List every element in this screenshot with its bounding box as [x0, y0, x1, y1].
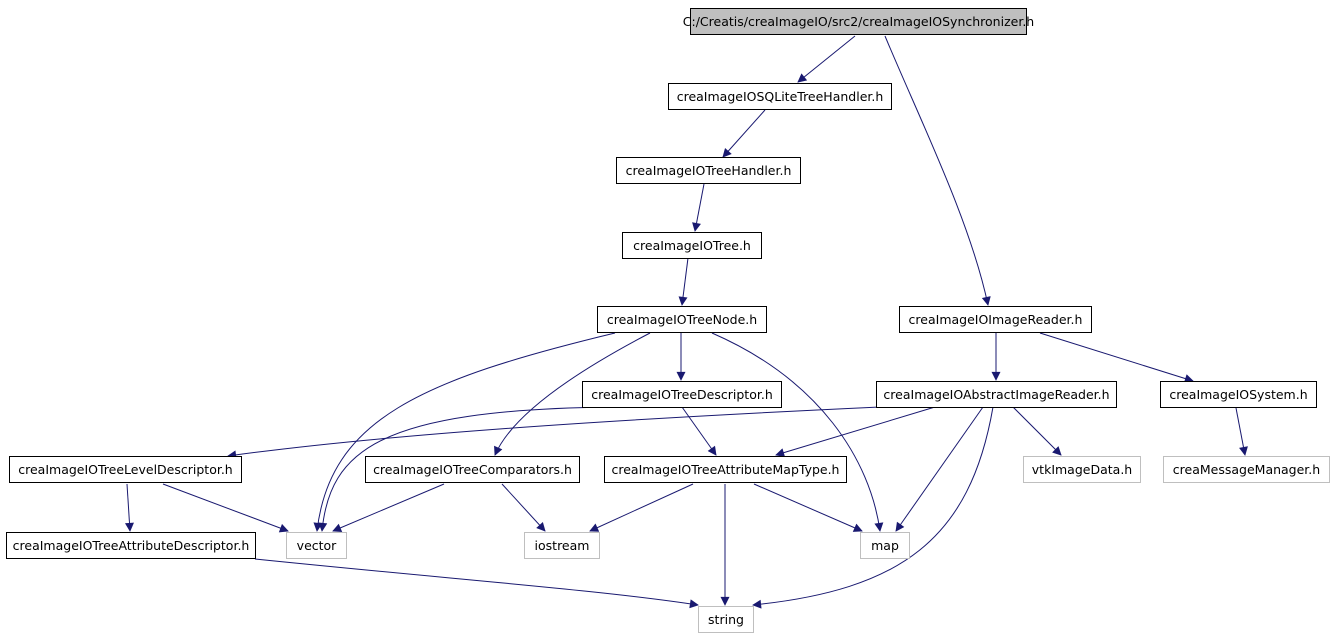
edge-root-to-sqlite-tree-handler [797, 35, 856, 83]
edge-tree-handler-to-tree [692, 183, 705, 232]
edge-tree-comparators-to-iostream [501, 483, 546, 532]
edge-attribute-map-type-to-iostream [589, 483, 694, 532]
node-vector-header: vector [286, 532, 347, 559]
edge-tree-node-to-map [711, 332, 884, 532]
edge-sqlite-to-tree-handler [722, 109, 766, 158]
edge-tree-descriptor-to-attribute-map-type [681, 406, 717, 456]
node-tree-comparators-header[interactable]: creaImageIOTreeComparators.h [365, 456, 580, 483]
edge-tree-level-descriptor-to-attribute-descriptor [124, 483, 134, 532]
node-tree-header[interactable]: creaImageIOTree.h [622, 232, 762, 259]
node-synchronizer-header: C:/Creatis/creaImageIO/src2/creaImageIOS… [683, 8, 1034, 35]
node-tree-node-header[interactable]: creaImageIOTreeNode.h [597, 306, 767, 333]
node-image-reader-header[interactable]: creaImageIOImageReader.h [899, 306, 1092, 333]
edge-system-to-crea-message-manager [1235, 407, 1248, 456]
node-abstract-image-reader-header[interactable]: creaImageIOAbstractImageReader.h [876, 381, 1117, 408]
node-crea-message-manager-header: creaMessageManager.h [1163, 456, 1330, 483]
edge-root-to-image-reader [884, 35, 991, 306]
edge-attribute-descriptor-to-string [254, 558, 699, 609]
edge-attribute-map-type-to-map [753, 483, 863, 532]
edge-image-reader-to-system [1039, 332, 1194, 383]
edge-abstract-reader-to-string [752, 406, 994, 609]
edge-abstract-reader-to-attribute-map-type [775, 406, 936, 457]
node-system-header[interactable]: creaImageIOSystem.h [1160, 381, 1317, 408]
node-string-header: string [698, 606, 754, 633]
edge-tree-comparators-to-vector [332, 483, 445, 532]
node-sqlite-tree-handler-header[interactable]: creaImageIOSQLiteTreeHandler.h [668, 83, 892, 110]
node-iostream-header: iostream [524, 532, 600, 559]
edge-tree-node-to-tree-comparators [494, 332, 651, 456]
edge-tree-to-tree-node [678, 257, 689, 306]
node-vtk-image-data-header: vtkImageData.h [1023, 456, 1141, 483]
edge-abstract-reader-to-tree-level-descriptor [227, 406, 881, 460]
edge-tree-descriptor-to-vector [318, 406, 611, 532]
node-tree-descriptor-header[interactable]: creaImageIOTreeDescriptor.h [582, 381, 782, 408]
edge-abstract-reader-to-vtk-image-data [1012, 406, 1062, 456]
node-tree-handler-header[interactable]: creaImageIOTreeHandler.h [616, 157, 801, 184]
edge-abstract-reader-to-map [895, 406, 984, 532]
edge-tree-node-to-vector [313, 332, 616, 532]
node-tree-attribute-descriptor-header[interactable]: creaImageIOTreeAttributeDescriptor.h [6, 532, 256, 559]
node-map-header: map [860, 532, 910, 559]
node-tree-attribute-map-type-header[interactable]: creaImageIOTreeAttributeMapType.h [604, 456, 847, 483]
edge-tree-level-descriptor-to-vector [162, 483, 289, 533]
node-tree-level-descriptor-header[interactable]: creaImageIOTreeLevelDescriptor.h [9, 456, 242, 483]
